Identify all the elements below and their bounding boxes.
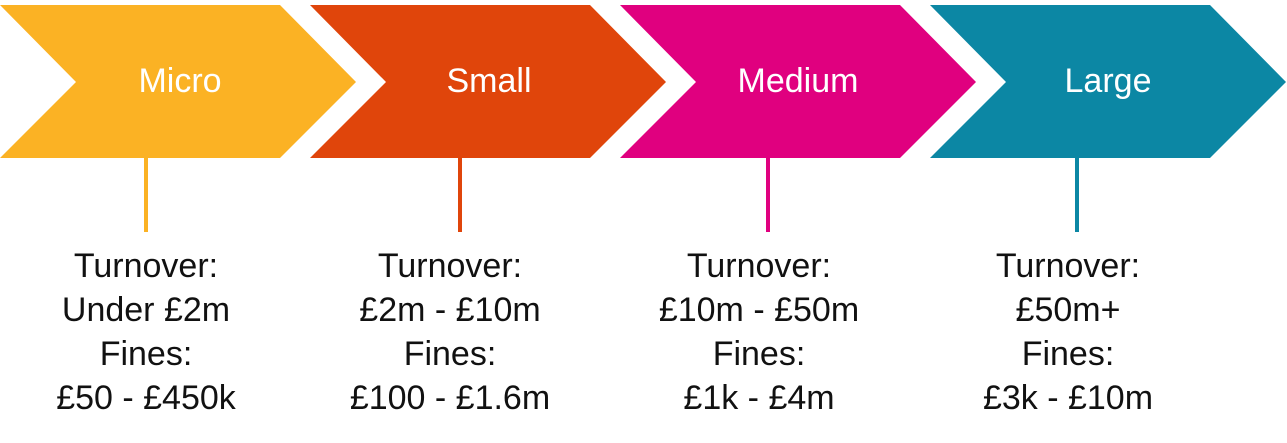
- chevron-small: [310, 5, 666, 158]
- fines-label: Fines:: [1021, 335, 1115, 373]
- stage-details-large: Turnover: £50m+ Fines: £3k - £10m: [918, 244, 1218, 420]
- stage-label-large: Large: [1064, 62, 1152, 100]
- turnover-value: Under £2m: [61, 291, 231, 329]
- chevron-medium: [620, 5, 976, 158]
- fines-label: Fines:: [403, 335, 497, 373]
- chevron-micro: [0, 5, 356, 158]
- fines-label: Fines:: [99, 335, 193, 373]
- stage-label-medium: Medium: [737, 62, 859, 100]
- turnover-label: Turnover:: [377, 247, 523, 285]
- fines-label: Fines:: [712, 335, 806, 373]
- stage-label-small: Small: [446, 62, 532, 100]
- fines-value: £100 - £1.6m: [349, 379, 551, 417]
- turnover-value: £2m - £10m: [359, 291, 541, 329]
- fines-value: £50 - £450k: [56, 379, 236, 417]
- stage-details-micro: Turnover: Under £2m Fines: £50 - £450k: [0, 244, 296, 420]
- fines-value: £1k - £4m: [683, 379, 835, 417]
- chevron-large: [930, 5, 1286, 158]
- stage-label-micro: Micro: [138, 62, 222, 100]
- turnover-label: Turnover:: [73, 247, 219, 285]
- turnover-label: Turnover:: [686, 247, 832, 285]
- turnover-value: £10m - £50m: [658, 291, 860, 329]
- stage-details-medium: Turnover: £10m - £50m Fines: £1k - £4m: [609, 244, 909, 420]
- turnover-value: £50m+: [1015, 291, 1121, 329]
- turnover-label: Turnover:: [995, 247, 1141, 285]
- stage-details-small: Turnover: £2m - £10m Fines: £100 - £1.6m: [300, 244, 600, 420]
- fines-value: £3k - £10m: [982, 379, 1154, 417]
